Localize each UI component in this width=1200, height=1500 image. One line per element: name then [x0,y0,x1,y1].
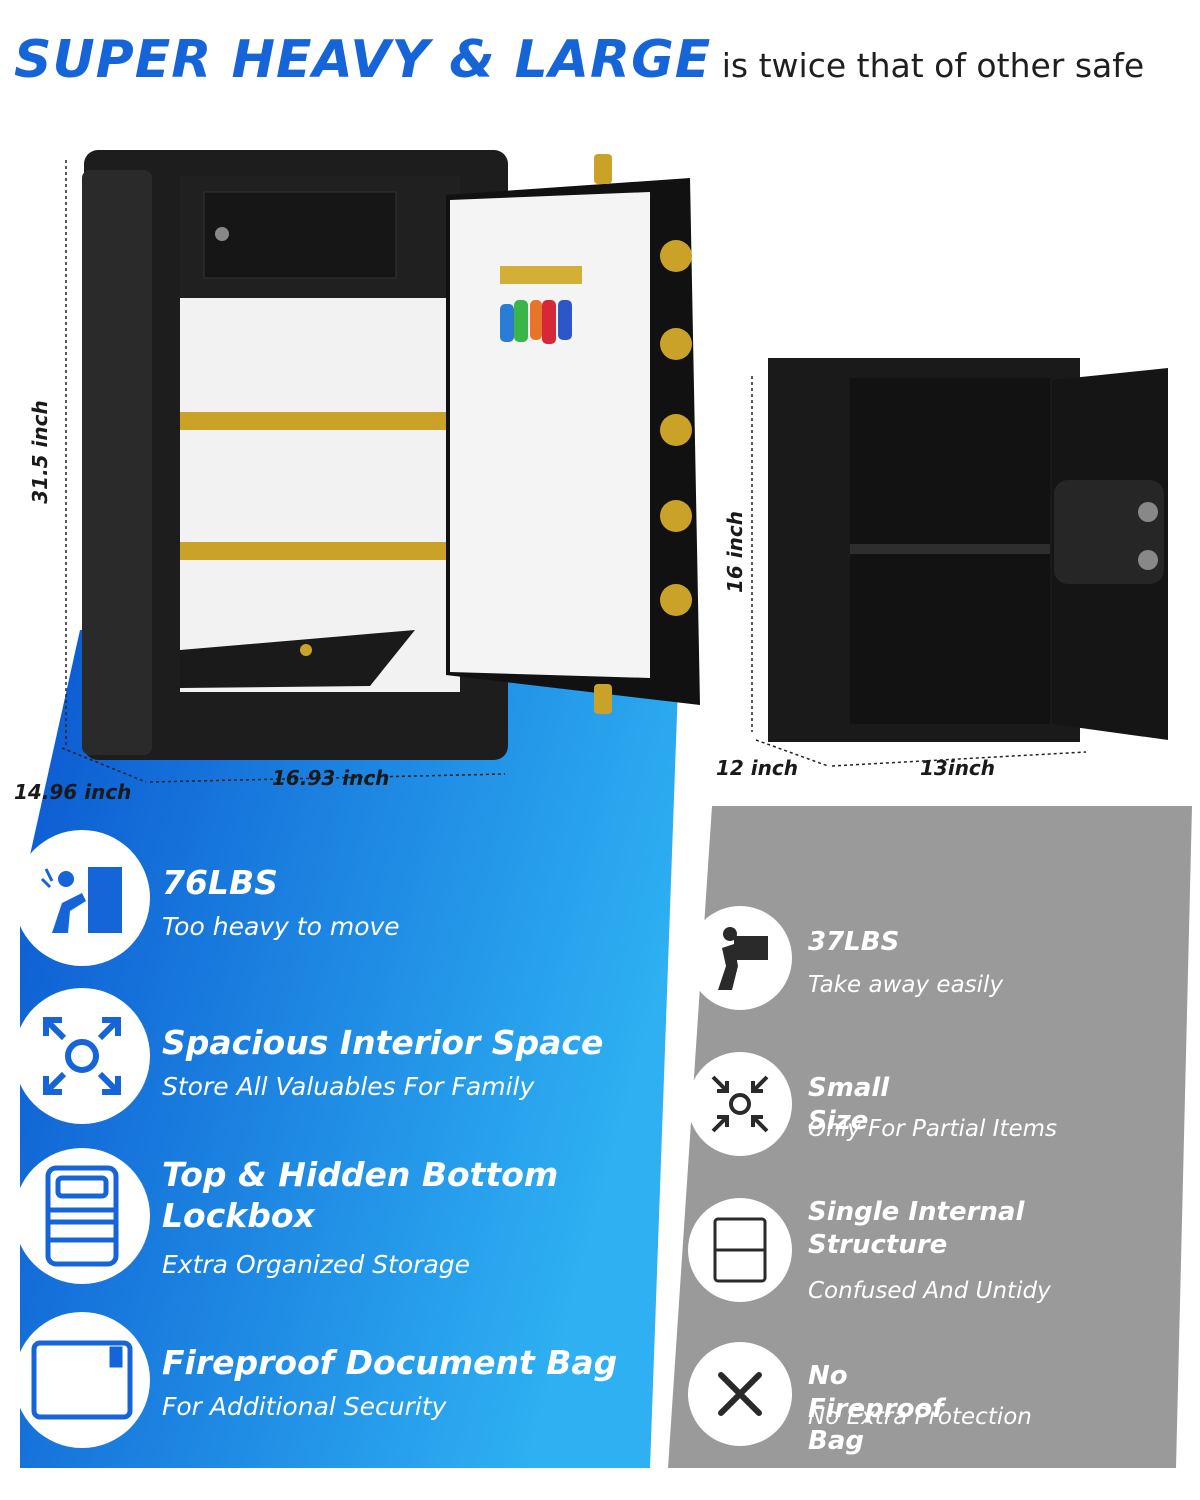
headline-rest: is twice that of other safe [721,46,1145,85]
feature-subtitle: Store All Valuables For Family [162,1072,535,1101]
large-safe-interior [180,298,460,692]
feature-title: Fireproof Document Bag [162,1343,618,1382]
small-safe-dimension-lines [751,376,1087,767]
feature-subtitle: Extra Organized Storage [162,1250,471,1279]
feature-subtitle: Only For Partial Items [808,1116,1058,1142]
document-bag-icon [14,1312,150,1448]
small-safe-depth-label: 12 inch [716,756,798,780]
feature-title: 37LBS [808,927,900,957]
headline: SUPER HEAVY & LARGE is twice that of oth… [14,30,1194,100]
feature-title: Small Size [808,1073,890,1136]
feature-subtitle: No Extra Protection [808,1404,1032,1430]
small-safe-width-label: 13inch [920,756,996,780]
top-lockbox [203,191,397,279]
large-safe-dimension-lines [61,160,506,783]
keypad-panel [1054,480,1164,584]
large-safe-width-label: 16.93 inch [272,766,390,790]
feature-title: No Fireproof Bag [808,1361,944,1456]
feature-title: 76LBS [162,863,278,902]
cross-icon [688,1342,792,1446]
headline-strong: SUPER HEAVY & LARGE [14,30,712,90]
bottom-lockbox [180,630,415,688]
feature-subtitle: Confused And Untidy [808,1278,1051,1304]
feature-title: Single Internal Structure [808,1197,1025,1260]
keys [500,300,572,344]
single-shelf-icon [688,1198,792,1302]
feature-title: Top & Hidden Bottom Lockbox [162,1155,559,1236]
door-bolts [594,154,692,714]
feature-subtitle: For Additional Security [162,1392,447,1421]
person-carrying-box-icon [688,906,792,1010]
shrink-arrows-icon [688,1052,792,1156]
feature-subtitle: Too heavy to move [162,912,400,941]
small-safe-height-label: 16 inch [722,511,747,593]
feature-subtitle: Take away easily [808,972,1004,998]
shelf-2 [180,542,460,560]
key-holder [500,266,582,284]
small-safe-shelf [850,544,1050,554]
expand-arrows-icon [14,988,150,1124]
large-safe-depth-label: 14.96 inch [14,780,132,804]
person-pushing-safe-icon [14,830,150,966]
shelf-1 [180,412,460,430]
lockbox-cabinet-icon [14,1148,150,1284]
feature-title: Spacious Interior Space [162,1023,604,1062]
